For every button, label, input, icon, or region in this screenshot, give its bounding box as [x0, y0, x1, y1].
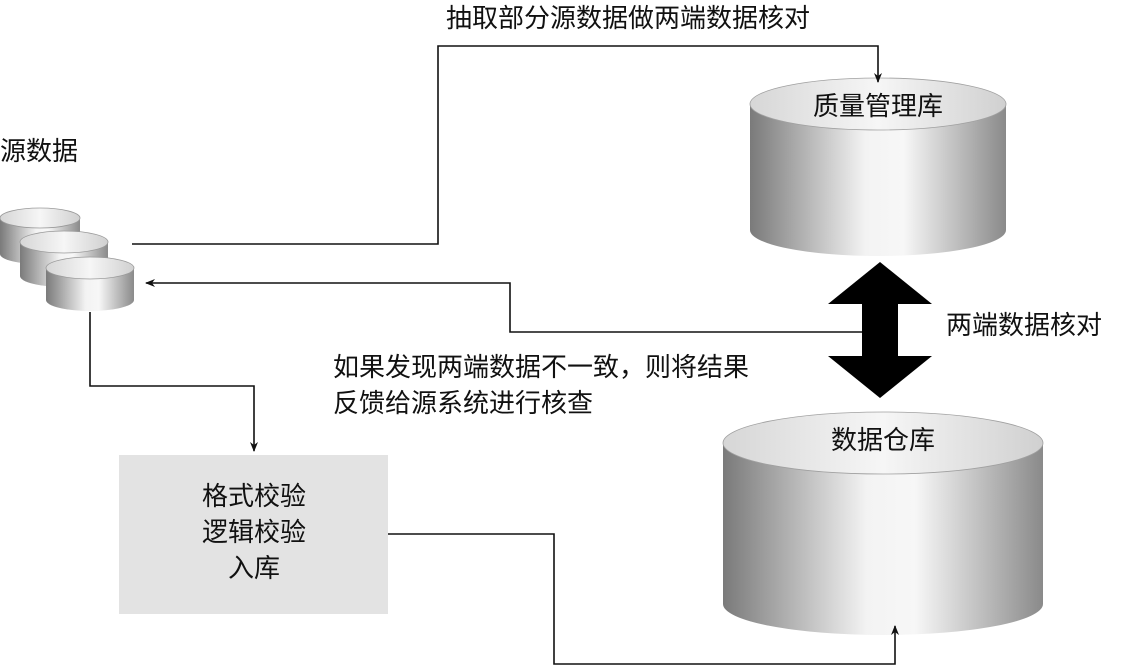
feedback-line-2: 反馈给源系统进行核查 [333, 389, 593, 419]
verify-label: 两端数据核对 [946, 311, 1102, 341]
process-step-format-check: 格式校验 [202, 482, 306, 512]
quality-db-label: 质量管理库 [813, 92, 943, 122]
source-to-process-arrow [89, 312, 258, 452]
extract-label: 抽取部分源数据做两端数据核对 [446, 4, 810, 34]
process-to-warehouse-arrow [388, 533, 899, 665]
source-data-label: 源数据 [0, 137, 78, 167]
process-box [119, 455, 388, 614]
warehouse-cylinder [722, 411, 1044, 635]
feedback-flow-arrow [145, 279, 862, 333]
process-step-logic-check: 逻辑校验 [202, 518, 306, 548]
source-db-disk-3 [45, 256, 135, 311]
source-database-icon [0, 207, 135, 311]
feedback-line-1: 如果发现两端数据不一致，则将结果 [333, 353, 749, 383]
double-arrow-icon [828, 262, 932, 398]
quality-db-cylinder [749, 77, 1007, 256]
process-step-load: 入库 [228, 554, 280, 584]
extract-flow-arrow [132, 45, 882, 245]
warehouse-label: 数据仓库 [831, 426, 935, 456]
